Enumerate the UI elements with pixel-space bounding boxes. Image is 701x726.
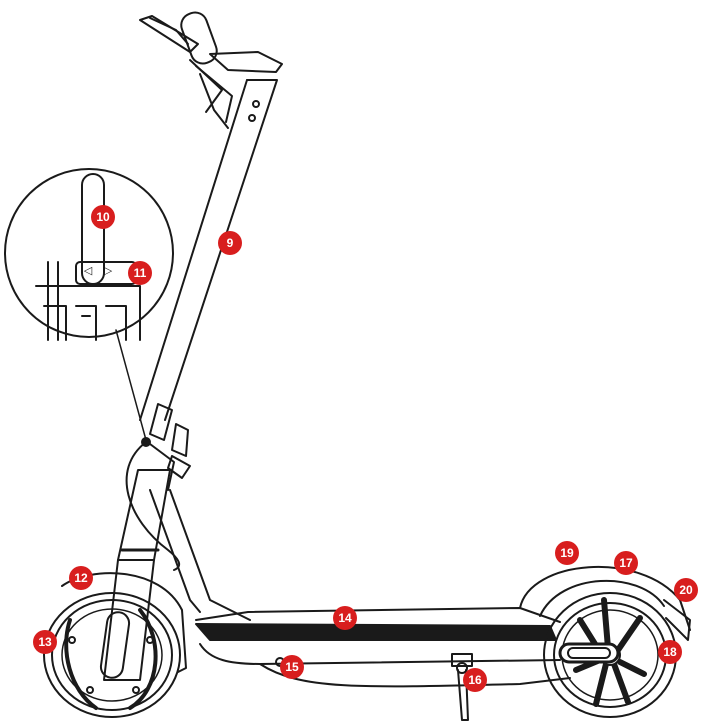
callout-13: 13 — [33, 630, 57, 654]
inset-zoom — [5, 169, 173, 440]
inset-arrow-right: ▷ — [104, 264, 113, 277]
callout-11: 11 — [128, 261, 152, 285]
svg-text:17: 17 — [619, 556, 633, 570]
callouts: 9 10 11 12 13 14 15 16 — [33, 205, 698, 692]
callout-12: 12 — [69, 566, 93, 590]
svg-text:14: 14 — [338, 611, 352, 625]
svg-text:10: 10 — [96, 210, 110, 224]
svg-text:15: 15 — [285, 660, 299, 674]
callout-14: 14 — [333, 606, 357, 630]
svg-text:19: 19 — [560, 546, 574, 560]
handlebar — [140, 9, 282, 128]
inset-arrow-left: ◁ — [84, 264, 93, 277]
callout-16: 16 — [463, 668, 487, 692]
svg-text:18: 18 — [663, 645, 677, 659]
svg-text:20: 20 — [679, 583, 693, 597]
callout-17: 17 — [614, 551, 638, 575]
rear-wheel — [544, 593, 676, 717]
svg-text:9: 9 — [227, 236, 234, 250]
svg-text:13: 13 — [38, 635, 52, 649]
svg-text:12: 12 — [74, 571, 88, 585]
down-tube — [170, 490, 250, 620]
deck — [196, 608, 570, 686]
callout-9: 9 — [218, 231, 242, 255]
callout-18: 18 — [658, 640, 682, 664]
svg-text:11: 11 — [134, 266, 147, 280]
callout-20: 20 — [674, 578, 698, 602]
svg-text:16: 16 — [468, 673, 482, 687]
callout-15: 15 — [280, 655, 304, 679]
callout-19: 19 — [555, 541, 579, 565]
callout-10: 10 — [91, 205, 115, 229]
